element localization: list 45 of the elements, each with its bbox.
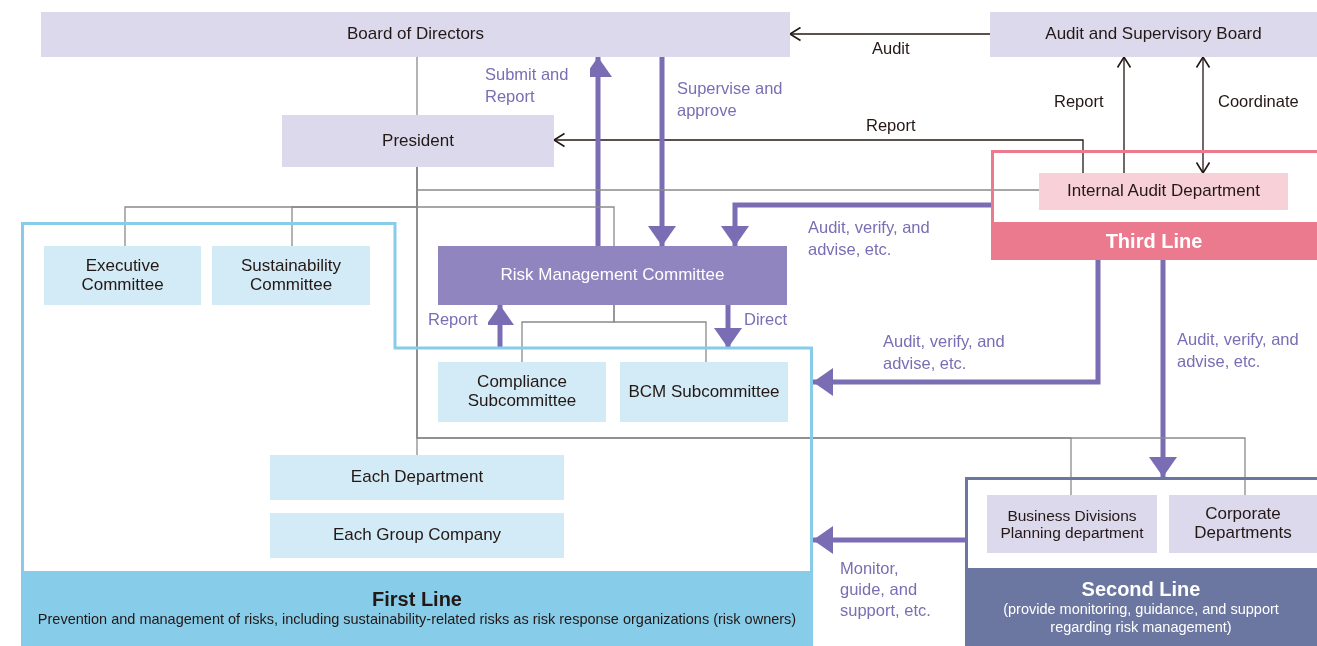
box-label: Sustainability Committee xyxy=(239,256,343,295)
arrow xyxy=(813,526,965,554)
group-frame xyxy=(991,150,1317,260)
box-label: Each Department xyxy=(350,468,484,487)
arrow xyxy=(1149,260,1177,477)
process-box xyxy=(270,455,564,500)
arrow xyxy=(721,202,991,246)
connector-line xyxy=(416,56,418,116)
arrow xyxy=(1116,56,1132,174)
arrow xyxy=(648,57,676,246)
box-label: Executive Committee xyxy=(80,256,165,295)
box-label: President xyxy=(382,131,454,151)
process-box xyxy=(987,495,1157,553)
group-frame xyxy=(965,477,1317,646)
process-box xyxy=(212,246,370,305)
process-box xyxy=(620,362,788,422)
band-title: First Line xyxy=(372,588,462,612)
process-box xyxy=(282,115,554,167)
process-box xyxy=(44,246,201,305)
box-label: Each Group Company xyxy=(332,526,502,545)
band-title: Third Line xyxy=(1105,229,1203,253)
box-label: BCM Subcommittee xyxy=(628,382,780,402)
process-box xyxy=(41,12,790,57)
process-box xyxy=(438,246,787,305)
box-label: Audit and Supervisory Board xyxy=(1045,25,1262,44)
process-box xyxy=(990,12,1317,57)
connector-line xyxy=(613,304,707,363)
process-box xyxy=(1039,173,1288,210)
arrow xyxy=(813,260,1101,396)
arrow xyxy=(1195,56,1211,174)
process-box xyxy=(438,362,606,422)
process-box xyxy=(270,513,564,558)
box-label: Board of Directors xyxy=(347,25,484,44)
arrow xyxy=(714,305,742,348)
box-label: Business Divisions Planning department xyxy=(999,506,1145,542)
box-label: Risk Management Committee xyxy=(500,266,725,285)
box-label: Internal Audit Department xyxy=(1067,182,1260,201)
band-title: Second Line xyxy=(1081,578,1201,602)
arrow xyxy=(553,132,1084,174)
process-box xyxy=(1169,495,1317,553)
box-label: Compliance Subcommittee xyxy=(466,373,578,411)
band-description: Prevention and management of risks, including sustainability-related risks as risk response organizations (risk owners) xyxy=(36,611,798,629)
arrow xyxy=(789,26,991,42)
band-description: (provide monitoring, guidance, and support regarding risk management) xyxy=(1002,601,1280,636)
box-label: Corporate Departments xyxy=(1193,505,1293,543)
